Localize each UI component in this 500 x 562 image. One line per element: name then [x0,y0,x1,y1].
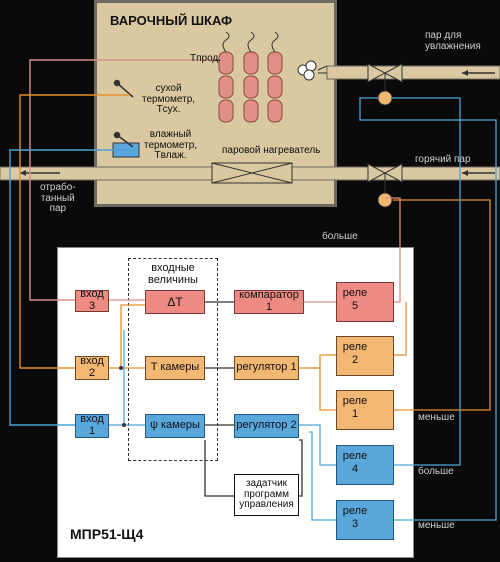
delta-t-block: ΔT [145,290,205,314]
steam-heater-label: паровой нагреватель [222,145,321,156]
input-3: вход 3 [75,289,109,312]
regulator-2: регулятор 2 [234,414,299,438]
wet-thermometer [113,131,134,148]
input-1: вход 1 [75,414,109,438]
steam-cloud-icon [297,60,328,81]
controller-name: МПР51-Щ4 [70,526,144,542]
output-less-1: меньше [418,412,455,423]
valve-top [367,63,403,106]
sausages [218,51,283,123]
regulator-1: регулятор 1 [234,356,299,380]
valve-bottom [367,163,403,208]
cabinet-title: ВАРОЧНЫЙ ШКАФ [110,13,233,28]
output-more-top: больше [322,231,358,242]
t-prod-label: Tпрод. [190,53,222,64]
t-camera-block: T камеры [145,356,205,380]
input-2: вход 2 [75,356,109,380]
output-more-2: больше [418,466,454,477]
input-values-group [128,258,218,461]
output-less-2: меньше [418,520,455,531]
psi-camera-block: ψ камеры [145,414,205,438]
dry-thermometer [113,79,134,98]
comparator-1: компаратор 1 [234,290,304,314]
hot-steam-label: горячий пар [415,154,471,165]
